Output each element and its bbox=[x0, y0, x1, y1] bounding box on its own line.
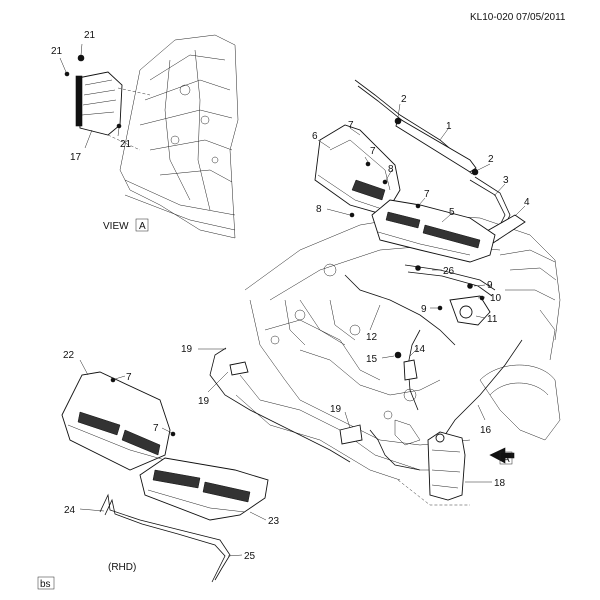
rhd-hose: 24 25 (RHD) bbox=[64, 493, 256, 583]
view-arrow-icon bbox=[489, 447, 515, 464]
wiring-harness: 19 19 19 bbox=[181, 344, 421, 471]
callout-17a: 17 bbox=[70, 152, 82, 163]
cowl-panel-upper: 6 7 7 8 bbox=[312, 120, 401, 216]
vehicle-body bbox=[235, 214, 561, 481]
rhd-label: (RHD) bbox=[108, 562, 136, 573]
callout-7a: 7 bbox=[348, 120, 354, 131]
callout-7b: 7 bbox=[370, 146, 376, 157]
view-a-inset: 21 21 17 21 VIEW A bbox=[51, 30, 239, 239]
callout-26: 26 bbox=[443, 266, 455, 277]
callout-9a: 9 bbox=[487, 280, 493, 291]
callout-22: 22 bbox=[63, 350, 75, 361]
diagram-code: KL10-020 07/05/2011 bbox=[470, 12, 566, 23]
callout-19a: 19 bbox=[198, 396, 210, 407]
callout-21c: 21 bbox=[120, 139, 132, 150]
callout-1: 1 bbox=[446, 121, 452, 132]
washer-reservoir: 18 A bbox=[397, 431, 515, 506]
callout-19b: 19 bbox=[330, 404, 342, 415]
callout-2b: 2 bbox=[488, 154, 494, 165]
callout-18: 19 bbox=[181, 344, 193, 355]
view-ref-letter: A bbox=[139, 221, 146, 232]
washer-hose-group: 12 15 14 16 bbox=[344, 274, 523, 436]
callout-5: 5 bbox=[449, 207, 455, 218]
callout-10: 10 bbox=[490, 293, 502, 304]
callout-2a: 2 bbox=[401, 94, 407, 105]
wiper-linkage: 26 9 10 9 11 bbox=[404, 264, 502, 326]
callout-7e: 7 bbox=[153, 423, 159, 434]
callout-23: 23 bbox=[268, 516, 280, 527]
callout-4: 4 bbox=[524, 197, 530, 208]
callout-7d: 7 bbox=[126, 372, 132, 383]
callout-9b: 9 bbox=[421, 304, 427, 315]
callout-14: 14 bbox=[414, 344, 426, 355]
callout-8a: 8 bbox=[388, 164, 394, 175]
callout-7c: 7 bbox=[424, 189, 430, 200]
callout-24: 24 bbox=[64, 505, 76, 516]
callout-8b: 8 bbox=[316, 204, 322, 215]
corner-tag: bs bbox=[40, 579, 51, 590]
callout-3: 3 bbox=[503, 175, 509, 186]
cowl-panel-lower: 8 7 5 bbox=[316, 189, 496, 263]
view-label: VIEW bbox=[103, 221, 129, 232]
callout-21a: 21 bbox=[84, 30, 96, 41]
rhd-cowl-panels: 22 7 7 23 bbox=[61, 350, 280, 527]
callout-11: 11 bbox=[487, 314, 498, 325]
view-arrow-letter: A bbox=[503, 454, 510, 465]
corner-tag-box bbox=[37, 576, 55, 590]
callout-15: 15 bbox=[366, 354, 378, 365]
callout-12: 12 bbox=[366, 332, 378, 343]
callout-21b: 21 bbox=[51, 46, 63, 57]
callout-16: 16 bbox=[480, 425, 492, 436]
callout-6: 6 bbox=[312, 131, 318, 142]
callout-17b: 18 bbox=[494, 478, 506, 489]
view-ref-box bbox=[135, 218, 149, 232]
callout-25: 25 bbox=[244, 551, 256, 562]
